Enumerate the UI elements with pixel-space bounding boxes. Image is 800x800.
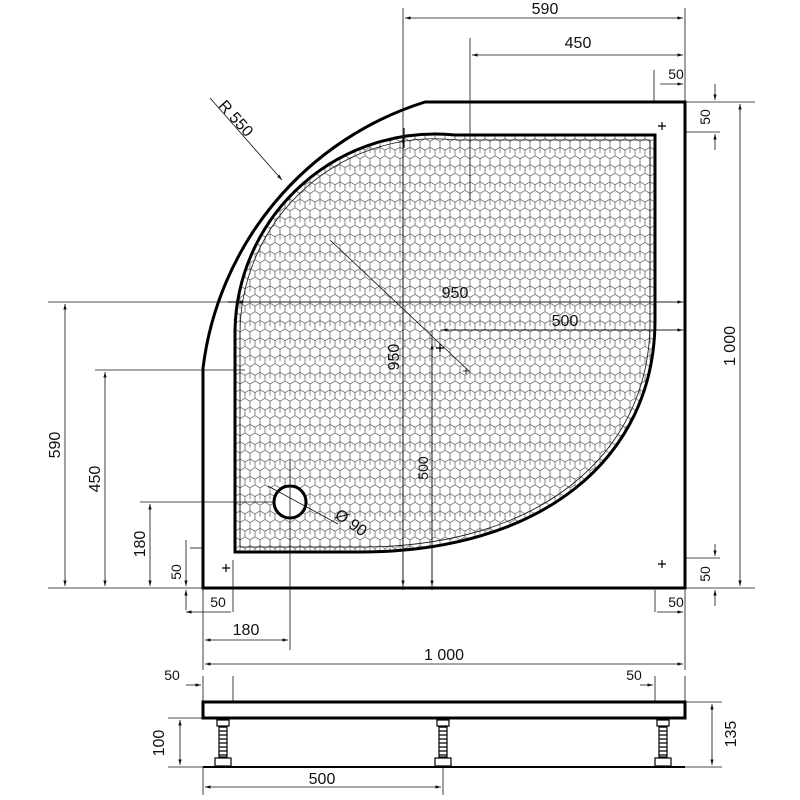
label-1000-right: 1 000 [722, 326, 739, 366]
label-50-right-top: 50 [697, 109, 713, 125]
basin-outline [233, 132, 657, 554]
label-elev-500: 500 [309, 771, 336, 788]
label-elev-50-right: 50 [626, 667, 642, 683]
leg-left [214, 719, 232, 767]
dimension-lines [63, 16, 742, 666]
label-500-vertical: 500 [415, 456, 431, 480]
label-r550: R 550 [215, 97, 256, 140]
elevation-dimension-lines [168, 701, 722, 795]
tray-profile [201, 700, 687, 720]
label-elev-50-left: 50 [164, 667, 180, 683]
label-180-bottom: 180 [233, 622, 260, 639]
label-50-left: 50 [168, 564, 184, 580]
label-1000-bottom: 1 000 [424, 647, 464, 664]
label-950-horizontal: 950 [442, 285, 469, 302]
side-elevation: 50 50 100 135 500 [151, 667, 740, 795]
label-50-bottom-right: 50 [668, 594, 684, 610]
basin-pattern [235, 133, 655, 553]
leg-right [654, 719, 672, 767]
label-50-right-bottom: 50 [697, 566, 713, 582]
label-950-vertical: 950 [386, 344, 403, 371]
label-590-top: 590 [532, 1, 559, 18]
label-450-left: 450 [87, 466, 104, 493]
basin-inner-edge [239, 138, 651, 548]
label-50-bottom-left: 50 [210, 594, 226, 610]
leg-center [434, 719, 452, 767]
label-590-left: 590 [47, 432, 64, 459]
plan-view: 590 450 50 50 1 000 R 550 950 950 500 50… [47, 1, 755, 670]
label-450-top: 450 [565, 35, 592, 52]
tray-outer-outline [201, 100, 687, 590]
label-elev-135: 135 [723, 721, 740, 748]
label-50-top-right: 50 [668, 66, 684, 82]
label-180-left: 180 [132, 531, 149, 558]
corner-markers [222, 122, 666, 572]
label-500-horizontal: 500 [552, 313, 579, 330]
label-elev-100: 100 [151, 730, 168, 757]
adjustable-legs [214, 719, 672, 767]
